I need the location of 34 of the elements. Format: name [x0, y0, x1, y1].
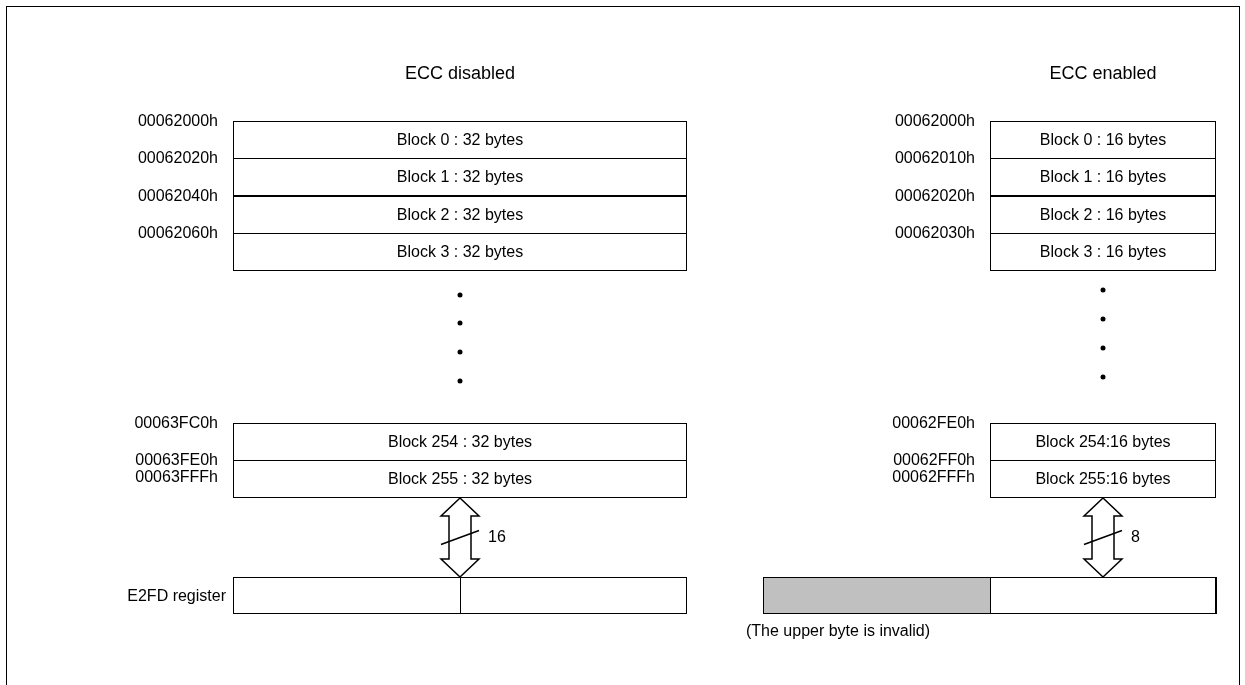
address-label: 00062FF0h [893, 451, 975, 468]
address-label: 00062040h [137, 187, 218, 204]
double-arrow [1082, 496, 1124, 579]
address-label: 00063FE0h [135, 451, 218, 468]
edge-label: 8 [1131, 528, 1140, 545]
block-label: Block 255:16 bytes [1035, 469, 1171, 489]
address-label: 00062030h [894, 224, 975, 241]
block-label: Block 0 : 16 bytes [1039, 130, 1167, 150]
block-label: Block 2 : 32 bytes [396, 205, 524, 225]
block-label: Block 3 : 32 bytes [396, 242, 524, 262]
double-arrow [439, 496, 481, 579]
address-label: 00062000h [894, 112, 975, 129]
section-title: ECC enabled [1049, 62, 1157, 85]
address-label: 00062FFFh [892, 468, 975, 485]
block-label: Block 1 : 32 bytes [396, 167, 524, 187]
address-label: 00062020h [894, 187, 975, 204]
address-label: 00062000h [137, 112, 218, 129]
note-text: (The upper byte is invalid) [746, 622, 931, 639]
edge-label: 16 [488, 528, 506, 545]
address-label: 00062010h [894, 149, 975, 166]
address-label: 00062FE0h [892, 414, 975, 431]
block-label: Block 0 : 32 bytes [396, 130, 524, 150]
address-label: 00063FC0h [134, 414, 218, 431]
register-label: E2FD register [127, 587, 226, 604]
address-label: 00063FFFh [135, 468, 218, 485]
block-label: Block 3 : 16 bytes [1039, 242, 1167, 262]
block-label: Block 255 : 32 bytes [387, 469, 533, 489]
address-label: 00062060h [137, 224, 218, 241]
block-label: Block 254 : 32 bytes [387, 432, 533, 452]
block-label: Block 2 : 16 bytes [1039, 205, 1167, 225]
block-label: Block 1 : 16 bytes [1039, 167, 1167, 187]
block-label: Block 254:16 bytes [1035, 432, 1171, 452]
address-label: 00062020h [137, 149, 218, 166]
section-title: ECC disabled [404, 62, 516, 85]
